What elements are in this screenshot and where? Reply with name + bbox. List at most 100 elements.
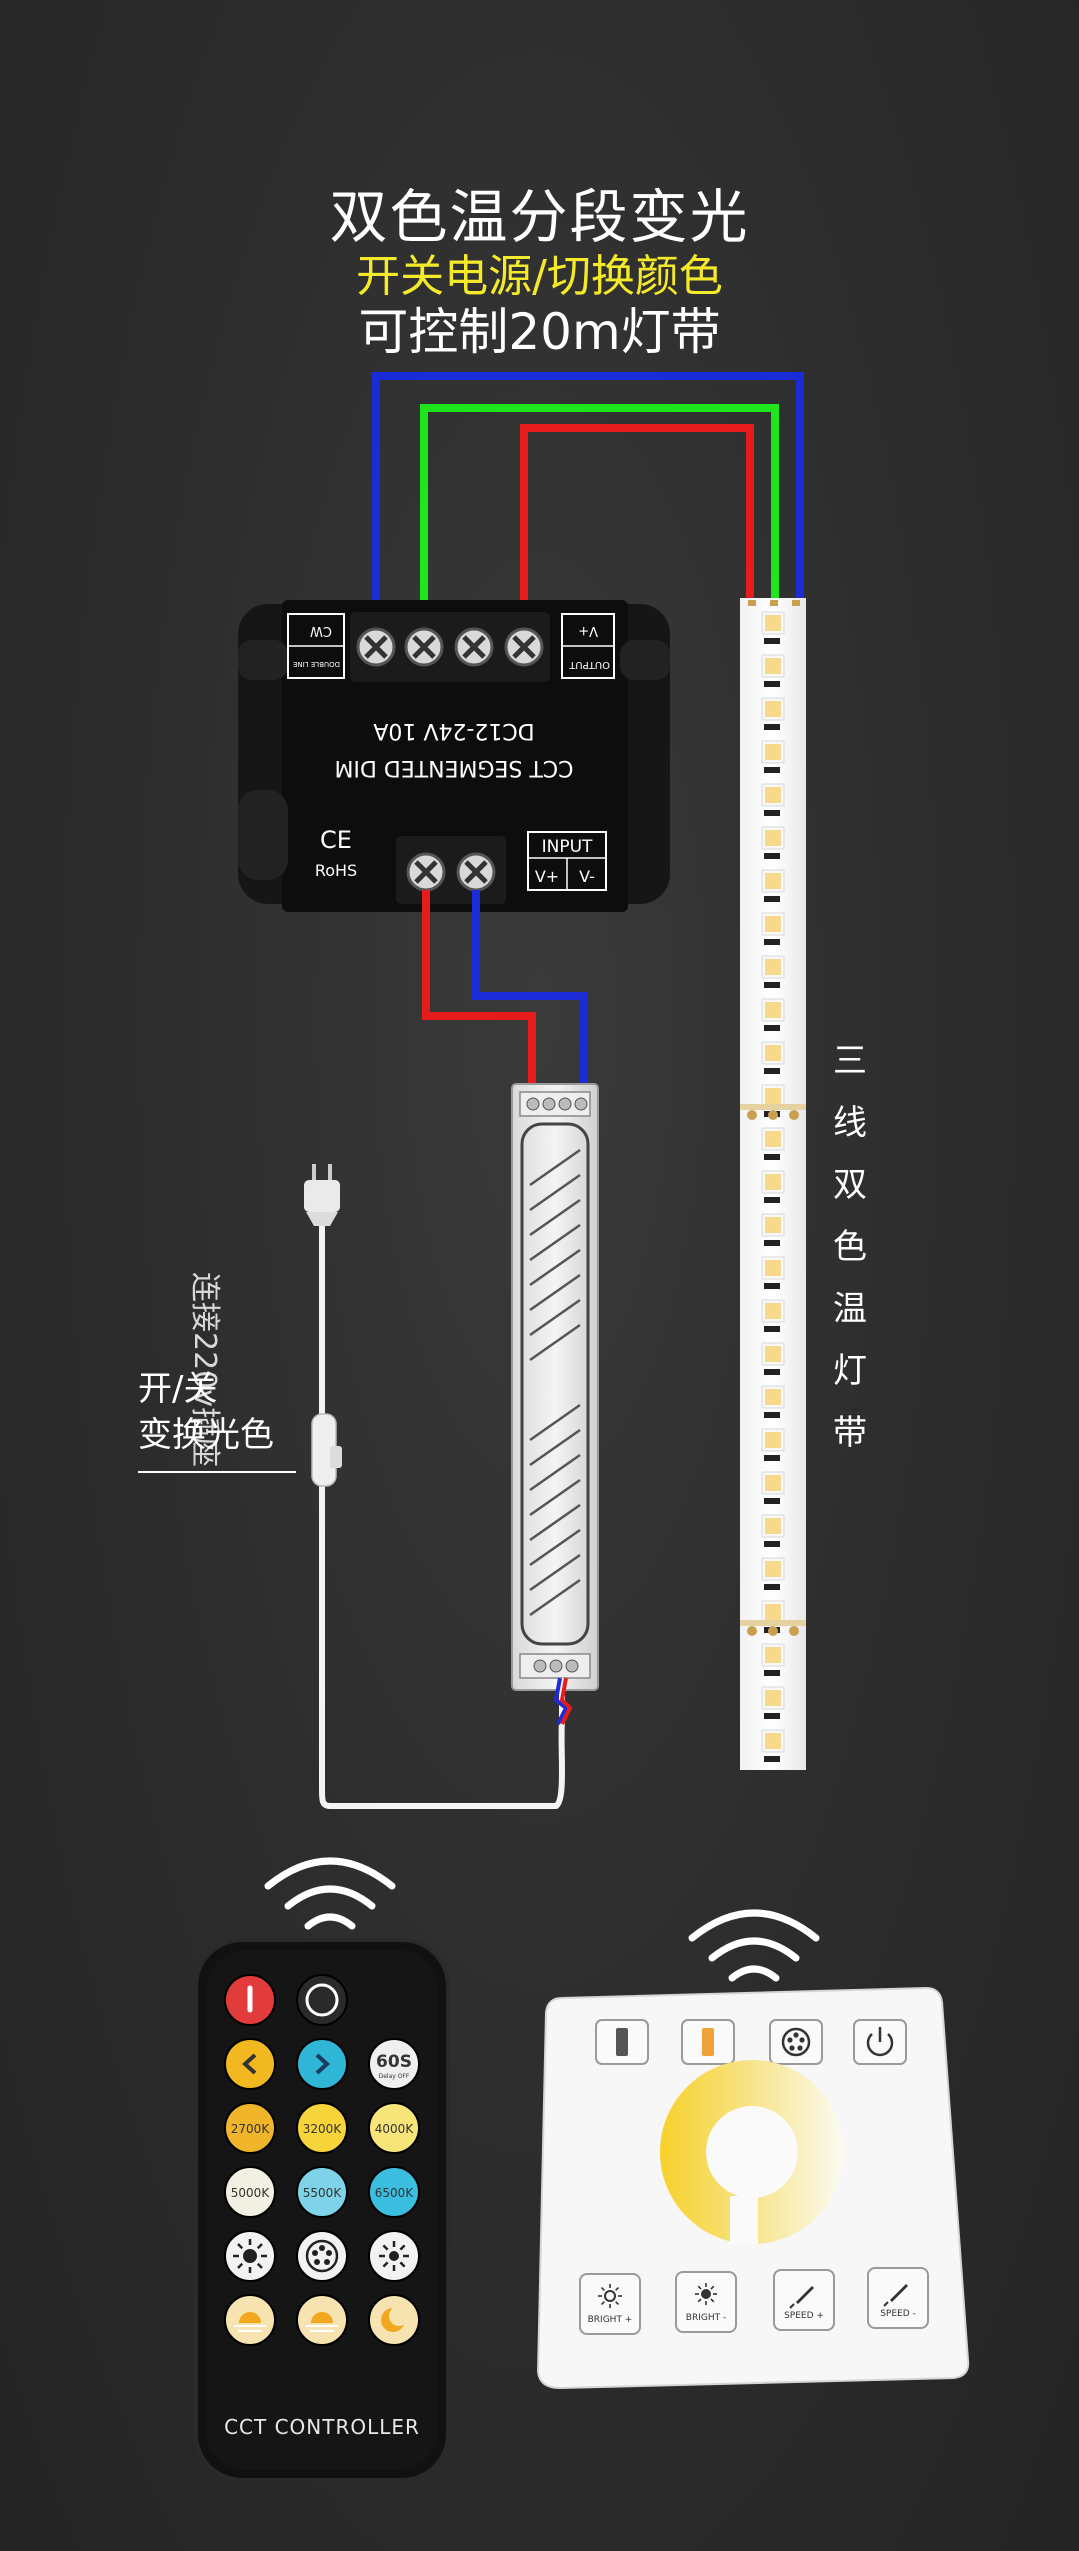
panel-bottom-button[interactable]: BRIGHT - xyxy=(675,2271,737,2333)
output-terminals xyxy=(356,627,544,667)
title-line1: 双色温分段变光 xyxy=(329,183,750,251)
led-chip xyxy=(761,998,785,1031)
remote-button[interactable] xyxy=(296,2294,348,2346)
bright-down-icon xyxy=(695,2283,717,2305)
led-strip xyxy=(740,598,806,1770)
led-chip xyxy=(761,955,785,988)
power-icon xyxy=(866,2027,894,2057)
led-chip xyxy=(761,1557,785,1590)
led-chip xyxy=(761,1041,785,1074)
rohs-mark: RoHS xyxy=(315,861,357,880)
input-vplus: V+ xyxy=(535,867,559,886)
moon-icon xyxy=(381,2306,409,2332)
remote-button[interactable]: 5000K xyxy=(224,2166,276,2218)
cct-color-wheel xyxy=(660,2060,844,2244)
led-chip xyxy=(761,740,785,773)
wire-red xyxy=(520,424,754,634)
remote-button-label: 2700K xyxy=(231,2122,271,2136)
output-wires xyxy=(372,372,804,634)
led-chip xyxy=(761,1127,785,1160)
wifi-icon xyxy=(688,1909,820,1982)
strip-label-char: 带 xyxy=(833,1413,867,1453)
led-chip xyxy=(761,783,785,816)
remote-button[interactable] xyxy=(296,1974,348,2026)
cold-white-icon xyxy=(616,2028,628,2056)
strip-label-char: 温 xyxy=(833,1289,867,1329)
panel-button-label: BRIGHT - xyxy=(686,2313,726,2323)
controller-rating: DC12-24V 10A xyxy=(373,718,534,743)
bright-down-icon xyxy=(379,2241,409,2271)
inline-switch xyxy=(311,1413,342,1487)
controller-model: CCT SEGMENTED DIM xyxy=(334,755,573,780)
output-right-vplus: V+ xyxy=(578,623,598,638)
left-arrow-icon xyxy=(242,2053,257,2075)
remote-button[interactable] xyxy=(368,2294,420,2346)
remote-button[interactable] xyxy=(224,2294,276,2346)
led-chip xyxy=(761,869,785,902)
input-wires xyxy=(422,890,588,1100)
remote-button[interactable] xyxy=(224,2038,276,2090)
led-chip xyxy=(761,1299,785,1332)
wall-panel: BRIGHT + BRIGHT - SPEED + SPEED - xyxy=(536,1986,970,2390)
led-chip xyxy=(761,1514,785,1547)
remote-button-label: 60S xyxy=(376,2052,412,2072)
remote-button[interactable] xyxy=(368,2230,420,2282)
wifi-icon xyxy=(264,1857,396,1930)
led-chip xyxy=(761,1342,785,1375)
strip-label-char: 双 xyxy=(833,1165,867,1205)
sunset-icon xyxy=(306,2312,338,2332)
panel-button-label: SPEED + xyxy=(784,2311,824,2321)
wall-plug-icon xyxy=(304,1164,340,1226)
ac-power-cord xyxy=(138,1164,573,1809)
rocket-icon xyxy=(883,2284,908,2307)
sunrise-icon xyxy=(234,2312,266,2332)
remote-button[interactable] xyxy=(296,2230,348,2282)
panel-bottom-buttons: BRIGHT + BRIGHT - SPEED + SPEED - xyxy=(579,2267,929,2335)
bright-up-icon xyxy=(233,2239,267,2273)
led-chip xyxy=(761,1428,785,1461)
remote-button-label: 5000K xyxy=(231,2186,271,2200)
strip-label-char: 灯 xyxy=(833,1351,867,1391)
wire-blue-input xyxy=(472,890,588,1100)
wire-blue xyxy=(372,372,804,630)
remote-button[interactable] xyxy=(224,2230,276,2282)
remote-button[interactable]: 5500K xyxy=(296,2166,348,2218)
panel-button-label: BRIGHT + xyxy=(588,2315,633,2325)
panel-bottom-button[interactable]: BRIGHT + xyxy=(579,2273,641,2335)
led-chip xyxy=(761,697,785,730)
cct-controller-box: CW DOUBLE LINE V+ OUTPUT DC12-24V 10A CC… xyxy=(238,600,670,912)
remote-button[interactable]: 4000K xyxy=(368,2102,420,2154)
remote-button[interactable]: 3200K xyxy=(296,2102,348,2154)
led-chip xyxy=(761,1170,785,1203)
remote-button-label: 4000K xyxy=(375,2122,415,2136)
mode-icon xyxy=(781,2027,811,2057)
panel-top-button[interactable] xyxy=(769,2019,823,2065)
strip-label-char: 色 xyxy=(833,1227,867,1267)
switch-label-line2: 变换光色 xyxy=(138,1415,274,1455)
panel-top-button[interactable] xyxy=(595,2019,649,2065)
wire-green xyxy=(420,404,779,634)
led-chip xyxy=(761,1471,785,1504)
remote-button[interactable]: 6500K xyxy=(368,2166,420,2218)
psu-vent-slots xyxy=(529,1148,581,1617)
panel-top-button[interactable] xyxy=(853,2019,907,2065)
remote-button[interactable]: 2700K xyxy=(224,2102,276,2154)
warm-white-icon xyxy=(702,2028,714,2056)
led-chip xyxy=(761,912,785,945)
bright-up-icon xyxy=(598,2284,622,2308)
panel-bottom-button[interactable]: SPEED + xyxy=(773,2269,835,2331)
remote-button[interactable] xyxy=(296,2038,348,2090)
title-line2: 开关电源/切换颜色 xyxy=(356,251,723,302)
remote-button[interactable] xyxy=(224,1974,276,2026)
panel-bottom-button[interactable]: SPEED - xyxy=(867,2267,929,2329)
output-left-cw: CW xyxy=(310,623,332,638)
right-arrow-icon xyxy=(315,2053,330,2075)
panel-top-button[interactable] xyxy=(681,2019,735,2065)
ring-icon xyxy=(305,1983,339,2017)
led-chip xyxy=(761,1643,785,1676)
panel-button-label: SPEED - xyxy=(880,2309,916,2319)
